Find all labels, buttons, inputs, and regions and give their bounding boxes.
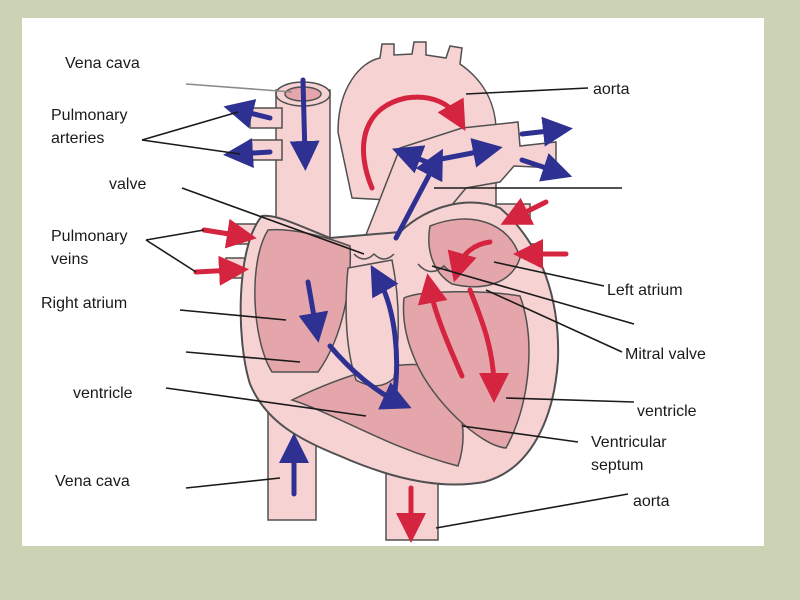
leader-ventricle-right xyxy=(505,397,635,403)
leader-pulmonary-arteries-upper xyxy=(141,111,239,141)
leader-vena-cava-bottom xyxy=(185,477,281,489)
leader-valve-right xyxy=(431,265,635,325)
leader-aorta-top xyxy=(465,87,589,95)
arrow-blue-right-atrium xyxy=(298,279,329,343)
label-ventricle-left: ventricle xyxy=(73,385,133,402)
leader-right-atrium xyxy=(179,309,287,321)
arrow-blue-trunk-branch-right xyxy=(433,138,503,168)
arrow-red-left-atrium xyxy=(447,239,493,283)
arrow-red-left-pulmonary-vein-upper xyxy=(500,197,549,225)
arrow-blue-pulmonary-trunk xyxy=(393,148,443,241)
arrow-blue-trunk-branch-left xyxy=(391,145,435,174)
leader-valve xyxy=(181,187,365,255)
arrow-blue-to-right-ventricle xyxy=(327,343,412,410)
leader-aorta-bottom xyxy=(435,493,629,529)
label-valve: valve xyxy=(109,176,147,193)
label-pulmonary-arteries-line1: Pulmonary xyxy=(51,107,128,124)
label-vena-cava-bottom: Vena cava xyxy=(55,473,130,490)
label-ventricle-right: ventricle xyxy=(637,403,697,420)
leader-pulmonary-veins-lower xyxy=(145,239,197,273)
label-aorta-bottom: aorta xyxy=(633,493,670,510)
leader-ventricle-left xyxy=(165,387,367,417)
arrow-red-left-ventricle-up xyxy=(417,273,465,379)
label-pulmonary-veins: Pulmonary veins xyxy=(51,225,127,271)
arrow-red-pulmonary-vein-upper xyxy=(201,218,257,249)
arrow-red-left-ventricle-down xyxy=(467,287,509,403)
label-right-atrium: Right atrium xyxy=(41,295,128,312)
leader-pulmonary-veins-upper xyxy=(145,229,205,241)
septum-wall xyxy=(345,259,400,387)
leader-mitral-valve xyxy=(485,289,623,353)
arrow-blue-pulmonary-right-lower xyxy=(519,153,573,182)
heart xyxy=(239,201,560,486)
leader-right-atrium-lower xyxy=(185,351,301,363)
label-vena-cava-top: Vena cava xyxy=(65,55,140,72)
leader-vena-cava-top xyxy=(185,83,293,93)
arrow-red-aortic-arch xyxy=(360,94,466,191)
heart-diagram xyxy=(141,41,635,543)
label-aorta-top: aorta xyxy=(593,81,630,98)
diagram-panel: Vena cava Pulmonary arteries valve Pulmo… xyxy=(22,18,764,546)
label-ventricular-septum-line1: Ventricular xyxy=(591,434,667,451)
label-left-atrium: Left atrium xyxy=(607,282,683,299)
arrow-blue-up-right-ventricle xyxy=(370,264,400,401)
leader-pulmonary-arteries-lower xyxy=(141,139,241,155)
label-pulmonary-veins-line2: veins xyxy=(51,251,89,268)
label-mitral-valve: Mitral valve xyxy=(625,346,706,363)
arrow-red-pulmonary-vein-lower xyxy=(193,255,249,286)
label-pulmonary-veins-line1: Pulmonary xyxy=(51,228,128,245)
arrow-blue-pulmonary-right-upper xyxy=(519,116,573,147)
arrow-blue-superior-vena-cava xyxy=(289,77,320,171)
leader-lines xyxy=(141,83,635,529)
label-pulmonary-arteries-line2: arteries xyxy=(51,130,105,147)
label-ventricular-septum-line2: septum xyxy=(591,457,644,474)
leader-ventricular-septum xyxy=(461,425,579,443)
valve-cusps xyxy=(353,252,395,260)
leader-left-atrium xyxy=(493,261,605,287)
label-ventricular-septum: Ventricular septum xyxy=(591,431,667,477)
arrow-blue-pulmonary-left-upper xyxy=(223,99,273,129)
blood-flow-arrows xyxy=(193,77,573,543)
arrow-blue-pulmonary-left-lower xyxy=(223,138,273,169)
label-pulmonary-arteries: Pulmonary arteries xyxy=(51,104,127,150)
left-ventricle-chamber xyxy=(402,290,530,449)
